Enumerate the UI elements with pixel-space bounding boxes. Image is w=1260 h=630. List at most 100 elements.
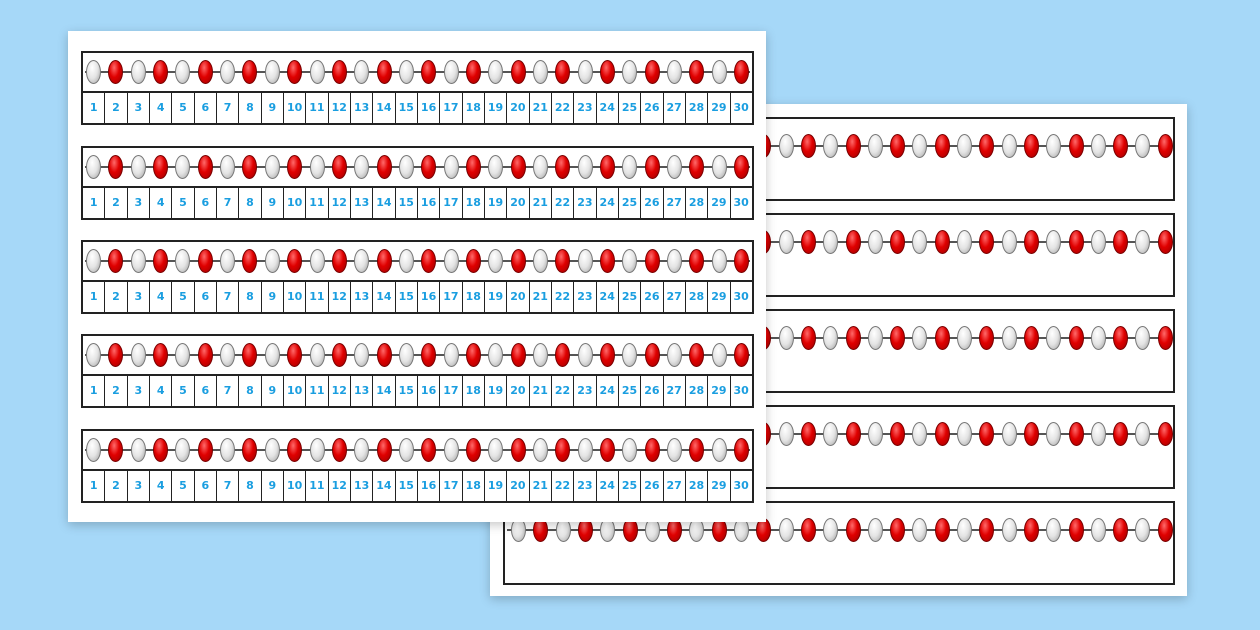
red-bead <box>644 343 660 367</box>
number-cell: 22 <box>550 186 573 218</box>
red-bead <box>689 438 705 462</box>
white-bead <box>1090 518 1106 542</box>
red-bead <box>510 438 526 462</box>
red-bead <box>287 438 303 462</box>
number-cell: 24 <box>595 280 618 312</box>
number-cell: 11 <box>305 374 327 406</box>
white-bead <box>309 155 325 179</box>
number-cell: 5 <box>171 374 193 406</box>
white-bead <box>1135 230 1151 254</box>
red-bead <box>1157 326 1173 350</box>
number-cell: 24 <box>595 91 618 123</box>
number-cell: 30 <box>729 280 752 312</box>
number-cell: 21 <box>528 280 551 312</box>
number-cell: 30 <box>729 186 752 218</box>
red-bead <box>287 155 303 179</box>
red-bead <box>331 343 347 367</box>
red-bead <box>108 60 124 84</box>
number-cell: 14 <box>372 186 394 218</box>
red-bead <box>555 343 571 367</box>
white-bead <box>778 134 794 158</box>
white-bead <box>488 60 504 84</box>
number-cell: 7 <box>215 186 238 218</box>
number-cell: 20 <box>506 91 528 123</box>
red-bead <box>890 518 906 542</box>
white-bead <box>443 438 459 462</box>
red-bead <box>376 438 392 462</box>
red-bead <box>555 155 571 179</box>
number-cell: 28 <box>684 186 707 218</box>
number-cell: 9 <box>260 374 283 406</box>
red-bead <box>331 249 347 273</box>
white-bead <box>1001 326 1017 350</box>
number-cell: 30 <box>729 91 752 123</box>
number-cell: 20 <box>506 374 528 406</box>
number-cell: 25 <box>617 91 640 123</box>
red-bead <box>1113 326 1129 350</box>
white-bead <box>220 438 236 462</box>
white-bead <box>622 249 638 273</box>
white-bead <box>443 60 459 84</box>
white-bead <box>1001 134 1017 158</box>
bead-row <box>505 511 1173 549</box>
number-cell: 3 <box>126 469 149 501</box>
number-cell: 21 <box>528 469 551 501</box>
white-bead <box>86 60 101 84</box>
white-bead <box>488 343 504 367</box>
number-cell: 8 <box>238 374 260 406</box>
white-bead <box>130 60 146 84</box>
red-bead <box>153 343 169 367</box>
white-bead <box>957 326 972 350</box>
red-bead <box>242 60 258 84</box>
red-bead <box>1113 518 1129 542</box>
white-bead <box>1001 230 1017 254</box>
red-bead <box>600 249 616 273</box>
red-bead <box>421 60 437 84</box>
red-bead <box>644 249 660 273</box>
red-bead <box>510 155 526 179</box>
white-bead <box>667 60 683 84</box>
white-bead <box>957 422 972 446</box>
number-cell: 23 <box>573 469 595 501</box>
white-bead <box>823 518 839 542</box>
number-cell: 21 <box>528 186 551 218</box>
red-bead <box>555 438 571 462</box>
red-bead <box>376 343 392 367</box>
red-bead <box>108 343 124 367</box>
white-bead <box>220 155 236 179</box>
number-cell: 2 <box>104 374 126 406</box>
white-bead <box>86 438 101 462</box>
number-cell: 6 <box>193 186 216 218</box>
red-bead <box>1068 518 1084 542</box>
number-cell: 13 <box>349 374 372 406</box>
white-bead <box>823 422 839 446</box>
number-cell: 2 <box>104 469 126 501</box>
number-cell: 16 <box>416 374 439 406</box>
white-bead <box>264 249 280 273</box>
number-cell: 9 <box>260 280 283 312</box>
white-bead <box>175 438 191 462</box>
white-bead <box>778 326 794 350</box>
number-cell: 17 <box>439 469 461 501</box>
number-cell: 11 <box>305 469 327 501</box>
number-cell: 5 <box>171 91 193 123</box>
number-cell: 5 <box>171 186 193 218</box>
red-bead <box>845 134 861 158</box>
number-cell: 27 <box>662 374 685 406</box>
white-bead <box>86 343 101 367</box>
white-bead <box>867 134 883 158</box>
number-cell: 4 <box>148 374 171 406</box>
white-bead <box>778 230 794 254</box>
number-cell: 7 <box>215 374 238 406</box>
red-bead <box>421 249 437 273</box>
red-bead <box>465 60 481 84</box>
red-bead <box>197 343 213 367</box>
red-bead <box>845 518 861 542</box>
number-cell: 21 <box>528 91 551 123</box>
white-bead <box>867 326 883 350</box>
number-cell: 13 <box>349 186 372 218</box>
red-bead <box>1157 134 1173 158</box>
red-bead <box>890 230 906 254</box>
red-bead <box>600 155 616 179</box>
